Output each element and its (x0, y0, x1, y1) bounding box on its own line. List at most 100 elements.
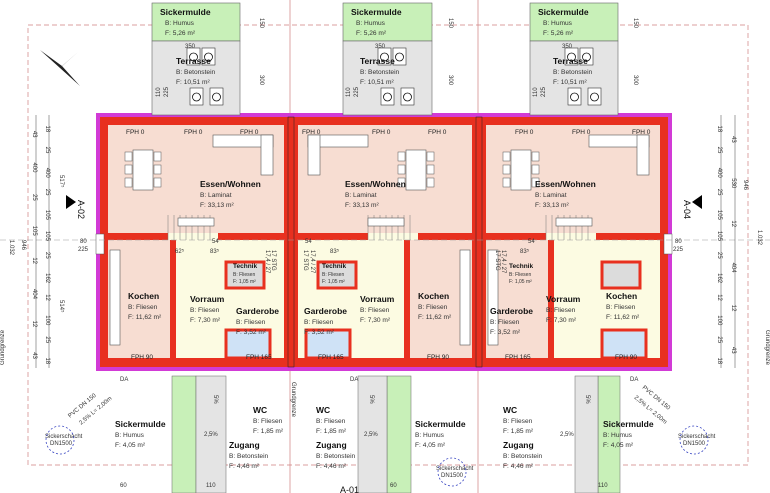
dimension-value: 83⁵ (520, 248, 530, 255)
fph-label: FPH 0 (126, 129, 145, 136)
section-marker-a01: A-01 (340, 485, 359, 493)
room-floor-sickermulde_bottom: B: Humus (603, 432, 633, 439)
tv-board (555, 217, 593, 227)
chair-icon (403, 92, 412, 102)
room-floor-wc: B: Fliesen (253, 418, 283, 425)
chair-icon (153, 177, 162, 188)
room-area-vorraum: F: 7,30 m² (360, 317, 391, 324)
chair-icon (502, 164, 511, 175)
dimension-value: 60 (120, 483, 127, 489)
room-area-garderobe: F: 3,52 m² (304, 329, 335, 336)
chair-icon (189, 87, 204, 106)
dimension-value: 225 (78, 247, 89, 253)
dimension-value: 350 (375, 44, 386, 50)
room-floor-sickermulde_bottom: B: Humus (115, 432, 145, 439)
grundgrenze-label: Grundgrenze (0, 329, 6, 365)
room-area-zugang: F: 4,46 m² (503, 463, 534, 470)
fph-label: FPH 165 (246, 354, 272, 361)
dimension-value: 18 (716, 126, 722, 133)
room-name-technik: Technik (509, 263, 533, 270)
chair-icon (153, 164, 162, 175)
room-name-zugang: Zugang (229, 440, 260, 450)
dimension-value: 83⁵ (330, 248, 340, 255)
dimension-value: 225 (541, 86, 547, 97)
room-name-vorraum: Vorraum (190, 294, 225, 304)
room-area-zugang: F: 4,46 m² (316, 463, 347, 470)
dimension-value: 162 (716, 273, 722, 284)
chair-icon (531, 164, 540, 175)
fph-label: FPH 90 (131, 354, 153, 361)
room-floor-wc: B: Fliesen (316, 418, 346, 425)
dimension-value: 18 (716, 357, 722, 364)
chair-icon (392, 47, 407, 66)
room-area-kochen: F: 11,62 m² (418, 314, 452, 321)
dimension-value: 225 (354, 86, 360, 97)
sickermulde-top-area (529, 2, 619, 42)
dimension-value: 25 (716, 336, 722, 343)
interior-wall (548, 240, 554, 358)
technik-room (316, 260, 358, 290)
chair-icon (153, 151, 162, 162)
dimension-value: 25 (716, 189, 722, 196)
wc-room (304, 328, 352, 360)
sickerschacht-label: Sickerschacht (678, 434, 716, 440)
room-area-vorraum: F: 7,30 m² (546, 317, 577, 324)
dimension-value: 12 (44, 294, 50, 301)
room-name-kochen: Kochen (418, 291, 449, 301)
window (663, 233, 673, 255)
dimension-value: 25 (31, 194, 37, 201)
dimension-value: 400 (31, 162, 37, 173)
chair-icon (570, 92, 579, 102)
room-area-kochen: F: 11,62 m² (128, 314, 162, 321)
room-floor-vorraum: B: Fliesen (546, 307, 576, 314)
room-floor-zugang: B: Betonstein (229, 453, 269, 460)
room-floor-garderobe: B: Fliesen (236, 319, 266, 326)
room-floor-garderobe: B: Fliesen (304, 319, 334, 326)
dining-table (510, 149, 532, 191)
room-floor-zugang: B: Betonstein (316, 453, 356, 460)
section-marker-a02: A-02 (76, 200, 86, 219)
chair-icon (590, 92, 599, 102)
sofa (636, 134, 650, 176)
chair-icon (380, 87, 395, 106)
dimension-value: 12 (716, 294, 722, 301)
fph-label: FPH 90 (427, 354, 449, 361)
chair-icon (192, 92, 201, 102)
stair-opening (368, 233, 418, 240)
dimension-value: 12 (730, 305, 736, 312)
room-name-essen: Essen/Wohnen (345, 179, 406, 189)
room-area-terrasse: F: 10,51 m² (176, 79, 211, 86)
room-floor-sickermulde_top: B: Humus (543, 20, 573, 27)
fph-label: FPH 0 (240, 129, 259, 136)
wc-room (224, 328, 272, 360)
room-name-garderobe: Garderobe (236, 306, 279, 316)
dimension-value: 25 (44, 252, 50, 259)
chair-icon (395, 52, 404, 62)
room-name-zugang: Zugang (316, 440, 347, 450)
chair-icon (397, 177, 406, 188)
chair-icon (186, 47, 201, 66)
fph-label: FPH 0 (372, 129, 391, 136)
dimension-value: 80 (675, 239, 682, 245)
room-name-kochen: Kochen (128, 291, 159, 301)
chair-icon (579, 47, 594, 66)
chair-icon (502, 151, 511, 162)
dimension-value: 517⁵ (58, 175, 65, 188)
slope-label: 2,5% (204, 432, 218, 438)
room-floor-terrasse: B: Betonstein (553, 69, 593, 76)
dimension-value: 12 (730, 220, 736, 227)
dimension-value: 150 (258, 18, 264, 29)
room-name-sickermulde_bottom: Sickermulde (415, 419, 466, 429)
technik-room (224, 260, 266, 290)
fph-label: FPH 0 (515, 129, 534, 136)
dimension-value: 404 (730, 263, 736, 274)
dimension-value: 400 (44, 168, 50, 179)
dimension-value: 1.032 (756, 230, 762, 246)
dimension-value: 530 (730, 178, 736, 189)
chair-icon (531, 177, 540, 188)
stair-label: 17 STG (494, 250, 500, 271)
dimension-value: 350 (562, 44, 573, 50)
room-floor-essen: B: Laminat (200, 192, 232, 199)
fph-label: FPH 0 (428, 129, 447, 136)
room-floor-sickermulde_top: B: Humus (356, 20, 386, 27)
